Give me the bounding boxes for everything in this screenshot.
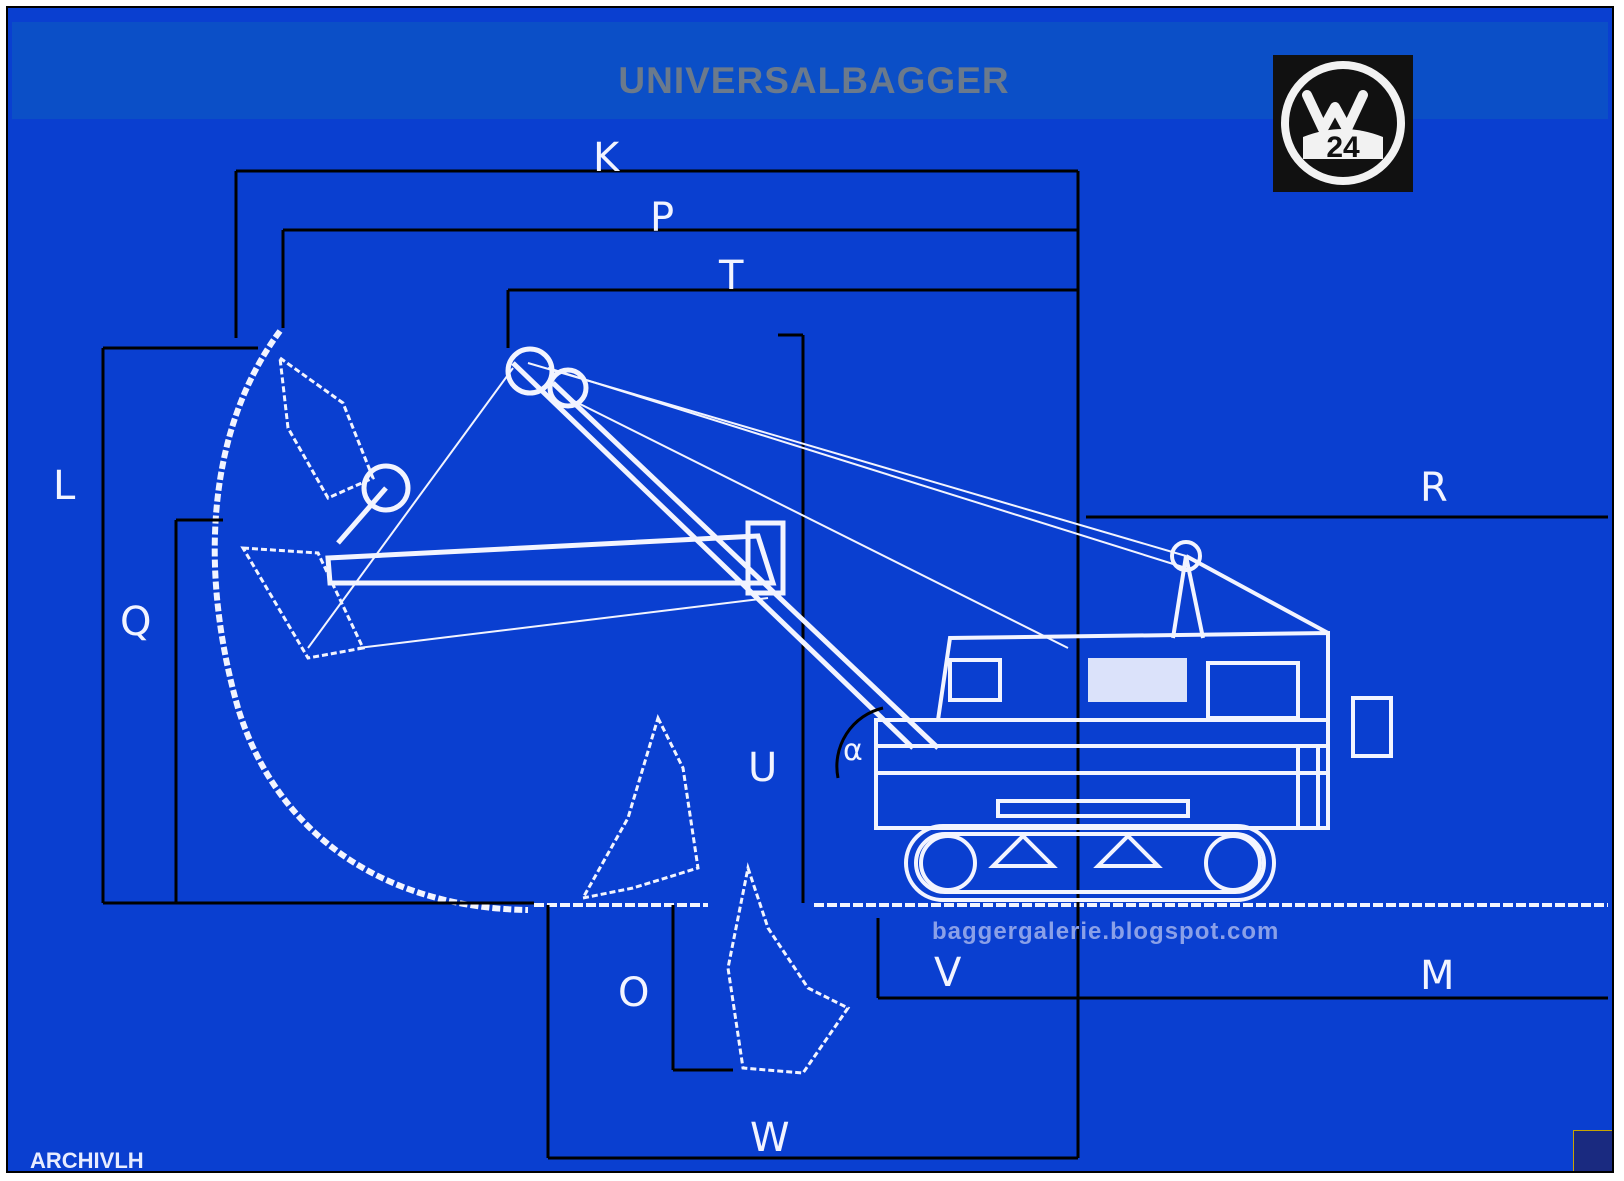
watermark-text: baggergalerie.blogspot.com [932, 918, 1280, 945]
gantry [1170, 540, 1329, 639]
digging-envelope-curve [211, 329, 529, 913]
archive-badge-icon [1573, 1130, 1612, 1171]
brand-logo: 24 [1273, 55, 1413, 192]
label-w: W [750, 1115, 790, 1161]
label-l: L [53, 463, 76, 509]
excavator-drawing [101, 169, 1608, 1160]
label-k: K [593, 135, 620, 181]
machine-house [874, 630, 1393, 830]
archive-label: ARCHIVLH [30, 1148, 144, 1173]
weserhuette-w-logo-icon: 24 [1281, 61, 1405, 185]
alpha-angle-arc [835, 706, 884, 779]
dimension-lines [101, 169, 1608, 1160]
blueprint-frame: UNIVERSALBAGGER [6, 6, 1614, 1173]
hoist-ropes [307, 362, 1187, 649]
label-m: M [1420, 953, 1455, 999]
label-p: P [650, 195, 675, 241]
label-v: V [934, 950, 962, 996]
logo-number: 24 [1326, 131, 1360, 164]
crawler-track [904, 799, 1276, 902]
label-o: O [618, 970, 650, 1016]
label-alpha: α [843, 733, 863, 768]
page-title: UNIVERSALBAGGER [618, 60, 1010, 101]
bucket-positions [240, 354, 851, 1075]
label-u: U [748, 745, 778, 791]
label-r: R [1420, 465, 1448, 511]
dipper-stick [325, 463, 786, 596]
boom [505, 346, 940, 750]
label-t: T [719, 253, 744, 299]
label-q: Q [120, 599, 152, 645]
